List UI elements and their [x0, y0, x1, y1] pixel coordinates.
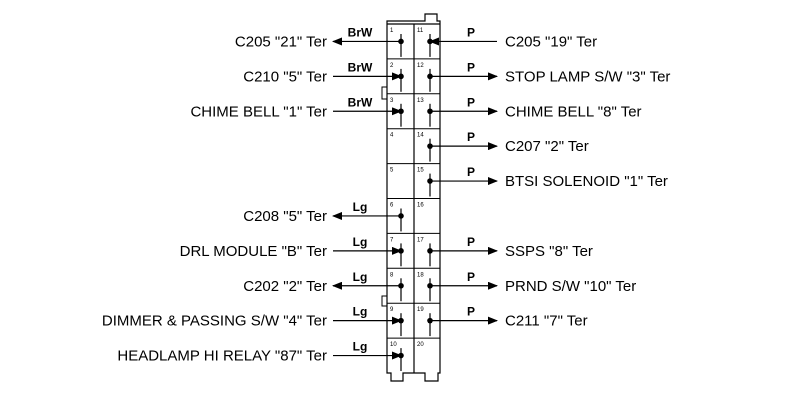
- destination-label: CHIME BELL "1" Ter: [190, 103, 327, 120]
- pin-number: 15: [417, 168, 424, 174]
- pin-number: 18: [417, 272, 424, 278]
- right-wire: P C211 "7" Ter: [430, 305, 588, 330]
- destination-label: C210 "5" Ter: [243, 68, 327, 85]
- wire-color-label: Lg: [353, 340, 368, 354]
- right-wire: P CHIME BELL "8" Ter: [430, 95, 642, 120]
- destination-label: PRND S/W "10" Ter: [505, 278, 636, 295]
- pin-number: 3: [390, 98, 394, 104]
- wire-color-label: P: [467, 235, 475, 249]
- pin-number: 16: [417, 203, 424, 209]
- pin-number: 19: [417, 307, 424, 313]
- pin-number: 17: [417, 237, 424, 243]
- destination-label: C205 "19" Ter: [505, 33, 597, 50]
- wire-color-label: P: [467, 95, 475, 109]
- latch-tab-upper: [381, 86, 388, 100]
- wire-color-label: Lg: [353, 270, 368, 284]
- destination-label: DIMMER & PASSING S/W "4" Ter: [102, 313, 327, 330]
- left-wire: BrW CHIME BELL "1" Ter: [190, 95, 402, 120]
- wire-color-label: Lg: [353, 305, 368, 319]
- right-wire: P PRND S/W "10" Ter: [430, 270, 636, 295]
- wire-color-label: Lg: [353, 235, 368, 249]
- wire-color-label: P: [467, 305, 475, 319]
- pin-number: 20: [417, 342, 424, 348]
- wire-color-label: P: [467, 130, 475, 144]
- destination-label: C205 "21" Ter: [235, 33, 327, 50]
- left-wire: BrW C210 "5" Ter: [243, 60, 402, 85]
- pin-number: 4: [390, 133, 394, 139]
- pin-number: 8: [390, 272, 394, 278]
- pin-number: 6: [390, 203, 394, 209]
- wire-color-label: BrW: [348, 60, 373, 74]
- destination-label: HEADLAMP HI RELAY "87" Ter: [117, 348, 327, 365]
- left-wire: BrW C205 "21" Ter: [235, 25, 401, 50]
- destination-label: CHIME BELL "8" Ter: [505, 103, 642, 120]
- destination-label: DRL MODULE "B" Ter: [180, 243, 327, 260]
- wire-color-label: BrW: [348, 25, 373, 39]
- destination-label: C211 "7" Ter: [505, 313, 588, 330]
- pin-number: 2: [390, 63, 394, 69]
- pin-number: 12: [417, 63, 424, 69]
- pin-number: 5: [390, 168, 394, 174]
- pin-number: 9: [390, 307, 394, 313]
- destination-label: SSPS "8" Ter: [505, 243, 593, 260]
- wire-color-label: BrW: [348, 95, 373, 109]
- pin-number: 13: [417, 98, 424, 104]
- right-wire: P SSPS "8" Ter: [430, 235, 593, 260]
- destination-label: BTSI SOLENOID "1" Ter: [505, 173, 668, 190]
- wire-color-label: P: [467, 25, 475, 39]
- destination-label: C207 "2" Ter: [505, 138, 589, 155]
- pin-number: 1: [390, 28, 394, 34]
- destination-label: C202 "2" Ter: [243, 278, 327, 295]
- wire-color-label: P: [467, 165, 475, 179]
- pin-number: 10: [390, 342, 397, 348]
- right-wire: P STOP LAMP S/W "3" Ter: [430, 60, 670, 85]
- pin-number: 11: [417, 28, 424, 34]
- right-wire: P BTSI SOLENOID "1" Ter: [430, 165, 668, 190]
- destination-label: C208 "5" Ter: [243, 208, 327, 225]
- latch-tab-lower: [381, 295, 388, 307]
- destination-label: STOP LAMP S/W "3" Ter: [505, 68, 670, 85]
- wire-color-label: P: [467, 60, 475, 74]
- wire-color-label: Lg: [353, 200, 368, 214]
- right-wire: P C207 "2" Ter: [430, 130, 589, 155]
- right-wire: P C205 "19" Ter: [429, 25, 597, 50]
- pin-number: 14: [417, 133, 424, 139]
- pin-number: 7: [390, 237, 394, 243]
- wire-color-label: P: [467, 270, 475, 284]
